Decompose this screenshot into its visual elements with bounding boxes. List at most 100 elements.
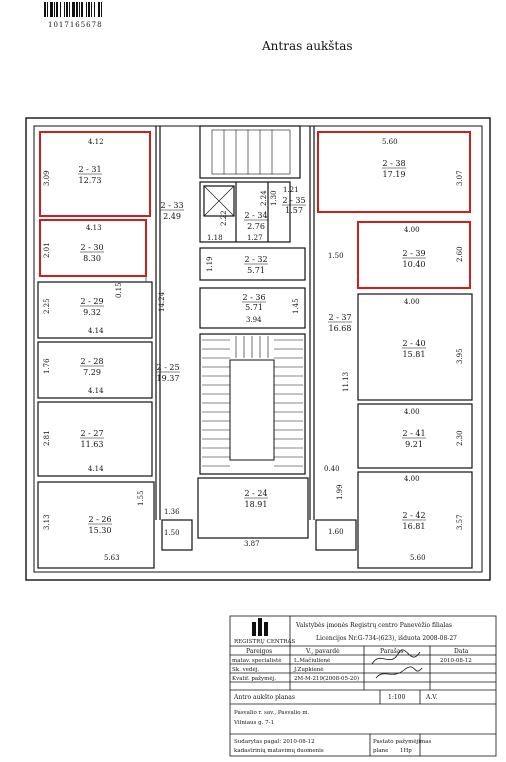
dim-2-34-d1: 2.22 (220, 210, 228, 226)
room-2-37-area: 16.68 (329, 324, 352, 333)
room-2-39-id: 2 - 39 (402, 249, 425, 258)
room-2-39-highlight (357, 221, 471, 289)
dim-2-28-bottom: 4.14 (88, 387, 104, 395)
dim-2-34-d4: 2.24 (260, 190, 268, 206)
dim-2-32-side: 1.19 (206, 256, 214, 272)
signature-1 (371, 649, 421, 665)
dim-2-29-bottom: 4.14 (88, 327, 104, 335)
room-2-27-id: 2 - 27 (80, 429, 103, 438)
barcode-bar (101, 2, 102, 17)
right-rooms (357, 293, 473, 569)
floor-title: Antras aukštas (261, 39, 353, 53)
dim-2-42-bottom: 5.60 (410, 554, 426, 562)
dim-2-40-side: 3.95 (456, 348, 464, 364)
dim-2-37-top: 1.50 (328, 252, 344, 260)
cert-line-1: Pastato pažymėjimas (373, 738, 432, 745)
room-2-40-id: 2 - 40 (402, 339, 425, 348)
highlighted-rooms (39, 131, 471, 289)
barcode-bar (56, 2, 58, 17)
room-2-29-area: 9.32 (83, 308, 101, 317)
barcode-bar (94, 2, 95, 17)
cert-value: 1Hp (400, 748, 412, 754)
dim-2-25-b1: 1.36 (164, 508, 180, 516)
room-2-38-area: 17.19 (383, 170, 406, 179)
room-2-32-id: 2 - 32 (244, 255, 267, 264)
room-2-31-id: 2 - 31 (78, 165, 101, 174)
barcode-bar (88, 2, 90, 17)
room-2-28-id: 2 - 28 (80, 357, 103, 366)
signature-2 (375, 666, 423, 679)
dim-2-39-side: 2.60 (456, 246, 464, 262)
room-2-27-area: 11.63 (81, 440, 104, 449)
row-3-position: Kvalif. pažymėj. (232, 675, 276, 682)
room-2-38-id: 2 - 38 (382, 159, 405, 168)
room-2-24-area: 18.91 (245, 500, 268, 509)
row-2-position: Sk. vedėj. (232, 667, 259, 673)
dim-2-27-bottom: 4.14 (88, 465, 104, 473)
barcode-bar (79, 2, 80, 17)
left-rooms (37, 220, 155, 569)
dim-2-35-d2: 1.30 (270, 190, 278, 206)
room-2-25-id: 2 - 25 (156, 363, 179, 372)
dim-2-41-side: 2.30 (456, 430, 464, 446)
dim-2-39-top: 4.00 (404, 226, 420, 234)
room-2-36-id: 2 - 36 (242, 293, 265, 302)
room-labels: 4.12 3.09 2 - 31 12.73 4.13 2.01 0.15 2 … (43, 138, 464, 562)
upper-stair-treads (223, 130, 273, 174)
row-3-name: 2M-M-219(2008-05-20) (294, 675, 359, 682)
dim-2-26-right: 1.55 (137, 490, 145, 506)
dim-2-37-length: 11.13 (342, 372, 350, 392)
title-block: REGISTRŲ CENTRAS Valstybės įmonės Regist… (229, 615, 497, 757)
dim-2-38-side: 3.07 (456, 170, 464, 186)
room-2-41-id: 2 - 41 (402, 429, 425, 438)
room-2-39-area: 10.40 (403, 260, 426, 269)
barcode-bar (54, 2, 55, 17)
dim-2-37-bottom: 1.60 (328, 528, 344, 536)
barcode-bar (47, 2, 48, 17)
barcode-bar (60, 2, 61, 17)
header-parasas: Parašas (380, 648, 404, 655)
made-line-2: kadastrinių matavimų duomenis (234, 748, 324, 754)
dim-2-25-length: 14.24 (158, 291, 166, 312)
room-2-28-area: 7.29 (83, 368, 101, 377)
room-2-30-highlight (39, 219, 147, 277)
room-2-31-area: 12.73 (79, 176, 102, 185)
registru-centras-logo: REGISTRŲ CENTRAS (234, 618, 296, 645)
room-2-41-area: 9.21 (405, 440, 423, 449)
barcode-bar (91, 2, 92, 17)
address-line-1: Pasvalio r. sav., Pasvalio m. (234, 710, 310, 716)
room-2-30-area: 8.30 (83, 254, 101, 263)
plan-name: Antro aukšto planas (233, 694, 295, 701)
dim-2-26-bottom: 5.63 (104, 554, 120, 562)
logo-text: REGISTRŲ CENTRAS (234, 639, 296, 645)
row-2-name: J.Zupkienė (293, 667, 324, 673)
dim-2-29-side: 2.25 (43, 298, 51, 314)
row-1-name: L.Mačiulienė (294, 657, 330, 664)
dim-2-27-side: 2.81 (43, 430, 51, 446)
barcode-bar (98, 2, 100, 17)
org-line-1: Valstybės įmonės Registrų centro Panevėž… (295, 622, 452, 629)
dim-2-37-d1: 0.40 (324, 465, 340, 473)
room-2-24-id: 2 - 24 (244, 489, 267, 498)
address-line-2: Vilniaus g. 7-1 (233, 720, 274, 726)
dim-2-30-inner: 0.15 (115, 282, 123, 298)
plan-scale: 1:100 (388, 694, 405, 701)
room-2-33-area: 2.49 (163, 212, 181, 221)
barcode-bar (76, 2, 78, 17)
room-2-37-id: 2 - 37 (328, 313, 351, 322)
dim-2-34-d2: 1.18 (207, 234, 223, 242)
room-2-34-area: 2.76 (247, 222, 265, 231)
dim-2-40-top: 4.00 (404, 298, 420, 306)
room-2-26-id: 2 - 26 (88, 515, 111, 524)
room-2-25-area: 19.37 (157, 374, 180, 383)
org-line-2: Licencijos Nr.G-734-(623), išduota 2008-… (316, 635, 457, 642)
row-1-date: 2010-08-12 (440, 658, 472, 664)
dim-2-31-top: 4.12 (88, 138, 104, 146)
room-2-26-area: 15.30 (89, 526, 112, 535)
room-2-36-area: 5.71 (245, 303, 263, 312)
dim-2-31-side: 3.09 (43, 170, 51, 186)
dim-2-24-bottom: 3.87 (244, 540, 260, 548)
dim-2-35-d1: 1.21 (283, 186, 299, 194)
dim-2-30-top: 4.13 (86, 224, 102, 232)
